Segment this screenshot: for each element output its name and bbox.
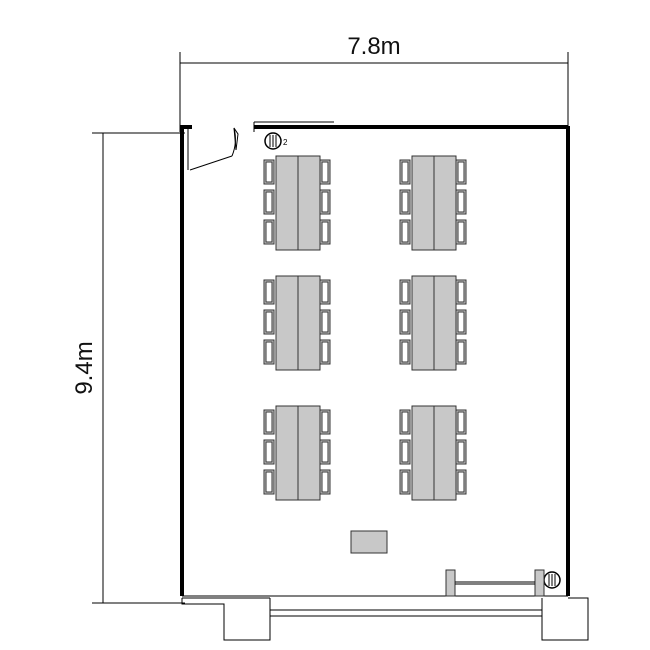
table-groups bbox=[263, 155, 467, 501]
table bbox=[275, 155, 299, 251]
width-dimension: 7.8m bbox=[179, 33, 569, 132]
table bbox=[411, 405, 435, 501]
fixture-top: 2 bbox=[264, 132, 288, 150]
height-dimension: 9.4m bbox=[71, 132, 185, 604]
table bbox=[433, 405, 457, 501]
table-group bbox=[399, 155, 467, 251]
table bbox=[275, 275, 299, 371]
fixture-bottom bbox=[543, 571, 561, 589]
table bbox=[297, 405, 321, 501]
table bbox=[275, 405, 299, 501]
door bbox=[189, 127, 239, 171]
fixture-number: 2 bbox=[283, 138, 288, 147]
table bbox=[297, 275, 321, 371]
table-group bbox=[263, 275, 331, 371]
entrance-structure bbox=[181, 597, 589, 641]
table bbox=[411, 275, 435, 371]
table bbox=[411, 155, 435, 251]
table-group bbox=[263, 405, 331, 501]
width-label: 7.8m bbox=[347, 33, 400, 60]
rack-stand bbox=[445, 569, 545, 597]
lectern bbox=[350, 530, 388, 554]
table bbox=[433, 275, 457, 371]
table-group bbox=[263, 155, 331, 251]
table-group bbox=[399, 405, 467, 501]
table bbox=[297, 155, 321, 251]
height-label: 9.4m bbox=[71, 341, 98, 394]
table-group bbox=[399, 275, 467, 371]
room-walls bbox=[180, 121, 570, 599]
table bbox=[433, 155, 457, 251]
